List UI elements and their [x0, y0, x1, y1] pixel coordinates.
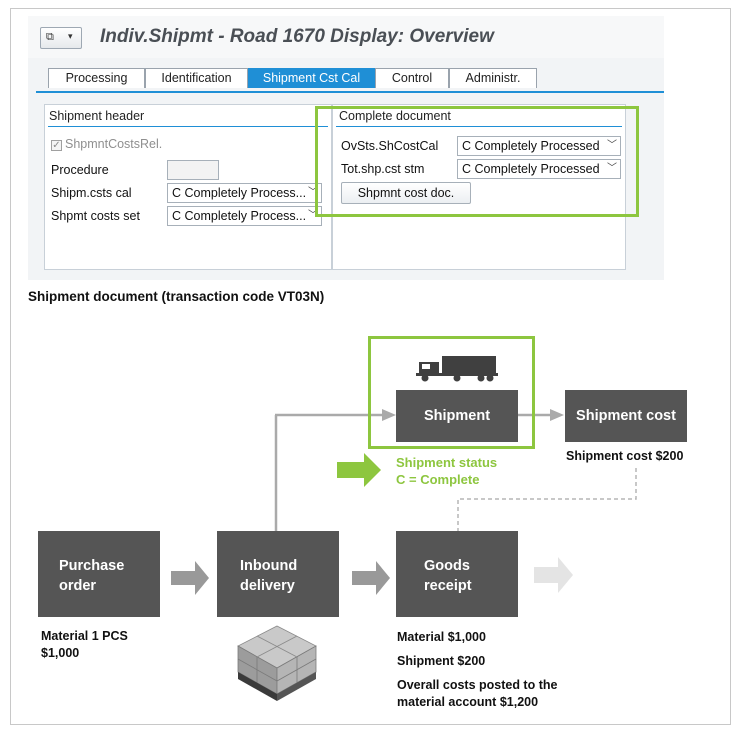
dropdown-arrow-icon: ﹀	[308, 210, 318, 221]
group-title: Shipment header	[49, 109, 145, 123]
total-shipment-cost-settlement-select[interactable]: C Completely Processed ﹀	[457, 159, 621, 179]
procedure-field[interactable]	[167, 160, 219, 180]
inbound-delivery-box: Inbound delivery	[217, 531, 339, 617]
procedure-label: Procedure	[51, 163, 109, 177]
shipment-cost-box: Shipment cost	[565, 390, 687, 442]
dashed-cost-link	[457, 468, 637, 531]
figure-frame	[10, 8, 731, 725]
truck-icon	[416, 356, 498, 382]
arrow-icon	[534, 557, 573, 593]
inbound-delivery-label-2: delivery	[240, 578, 295, 594]
checkbox-icon[interactable]: ✓	[51, 140, 62, 151]
dropdown-arrow-icon: ﹀	[607, 140, 617, 151]
inbound-delivery-label-1: Inbound	[240, 558, 298, 574]
goods-receipt-label-2: receipt	[424, 578, 472, 594]
sap-title-bar: ⧉ ▾ Indiv.Shipmt - Road 1670 Display: Ov…	[28, 16, 664, 58]
arrow-icon	[171, 561, 209, 595]
goods-receipt-label-1: Goods	[424, 558, 470, 574]
goods-receipt-box: Goods receipt	[396, 531, 518, 617]
arrow-icon	[382, 409, 396, 421]
shipment-costs-settle-select[interactable]: C Completely Process... ﹀	[167, 206, 322, 226]
purchase-order-note-1: Material 1 PCS	[41, 629, 128, 643]
shipment-cost-document-button[interactable]: Shpmnt cost doc.	[341, 182, 471, 204]
purchase-order-label-2: order	[59, 578, 97, 594]
shipment-box: Shipment	[396, 390, 518, 442]
select-value: C Completely Processed	[462, 139, 600, 153]
shipment-label: Shipment	[423, 408, 491, 424]
pallet-boxes-icon	[237, 625, 317, 701]
overall-status-cost-calc-label: OvSts.ShCostCal	[341, 139, 439, 153]
goods-receipt-note-shipment: Shipment $200	[397, 654, 486, 668]
page-title: Indiv.Shipmt - Road 1670 Display: Overvi…	[100, 26, 494, 47]
complete-document-group: Complete document OvSts.ShCostCal C Comp…	[332, 104, 626, 270]
goods-receipt-note-material: Material $1,000	[397, 630, 486, 644]
shipment-costs-calc-label: Shipm.csts cal	[51, 186, 132, 200]
shipment-cost-value: Shipment cost $200	[566, 449, 684, 463]
dropdown-arrow-icon: ﹀	[607, 163, 617, 174]
tab-processing[interactable]: Processing	[48, 68, 145, 88]
arrow-icon	[550, 409, 564, 421]
purchase-order-box: Purchase order	[38, 531, 160, 617]
purchase-order-label-1: Purchase	[59, 558, 125, 574]
overall-status-cost-calc-select[interactable]: C Completely Processed ﹀	[457, 136, 621, 156]
tab-shipment-cost-calc[interactable]: Shipment Cst Cal	[248, 68, 375, 88]
tab-identification[interactable]: Identification	[145, 68, 248, 88]
dropdown-arrow-icon: ﹀	[308, 187, 318, 198]
shipment-costs-relevant-label: ShpmntCostsRel.	[65, 137, 163, 151]
group-divider	[48, 126, 328, 127]
figure-caption: Shipment document (transaction code VT03…	[28, 289, 325, 304]
purchase-order-note-2: $1,000	[41, 646, 80, 660]
sap-screen: ⧉ ▾ Indiv.Shipmt - Road 1670 Display: Ov…	[28, 16, 664, 280]
arrow-icon	[337, 453, 381, 487]
shipment-status-line1: Shipment status	[396, 455, 498, 470]
tab-underline	[36, 91, 664, 93]
goods-receipt-note-overall-2: material account $1,200	[397, 695, 539, 709]
select-value: C Completely Process...	[172, 209, 307, 223]
shipment-costs-settle-label: Shpmt costs set	[51, 209, 140, 223]
shipment-status-line2: C = Complete	[396, 472, 480, 487]
menu-button[interactable]: ⧉ ▾	[40, 27, 82, 49]
shipment-costs-calc-select[interactable]: C Completely Process... ﹀	[167, 183, 322, 203]
group-divider	[336, 126, 622, 127]
arrow-icon	[352, 561, 390, 595]
highlight-box-shipment	[368, 336, 535, 449]
shipment-cost-label: Shipment cost	[576, 408, 676, 424]
highlight-box-complete-document	[315, 106, 639, 217]
menu-icon: ⧉	[46, 30, 54, 43]
group-title: Complete document	[339, 109, 451, 123]
goods-receipt-note-overall-1: Overall costs posted to the	[397, 678, 558, 692]
shipment-header-group: Shipment header ✓ ShpmntCostsRel. Proced…	[44, 104, 332, 270]
chevron-down-icon: ▾	[68, 32, 73, 42]
tab-control[interactable]: Control	[375, 68, 449, 88]
tab-administration[interactable]: Administr.	[449, 68, 537, 88]
total-shipment-cost-settlement-label: Tot.shp.cst stm	[341, 162, 425, 176]
select-value: C Completely Process...	[172, 186, 307, 200]
select-value: C Completely Processed	[462, 162, 600, 176]
